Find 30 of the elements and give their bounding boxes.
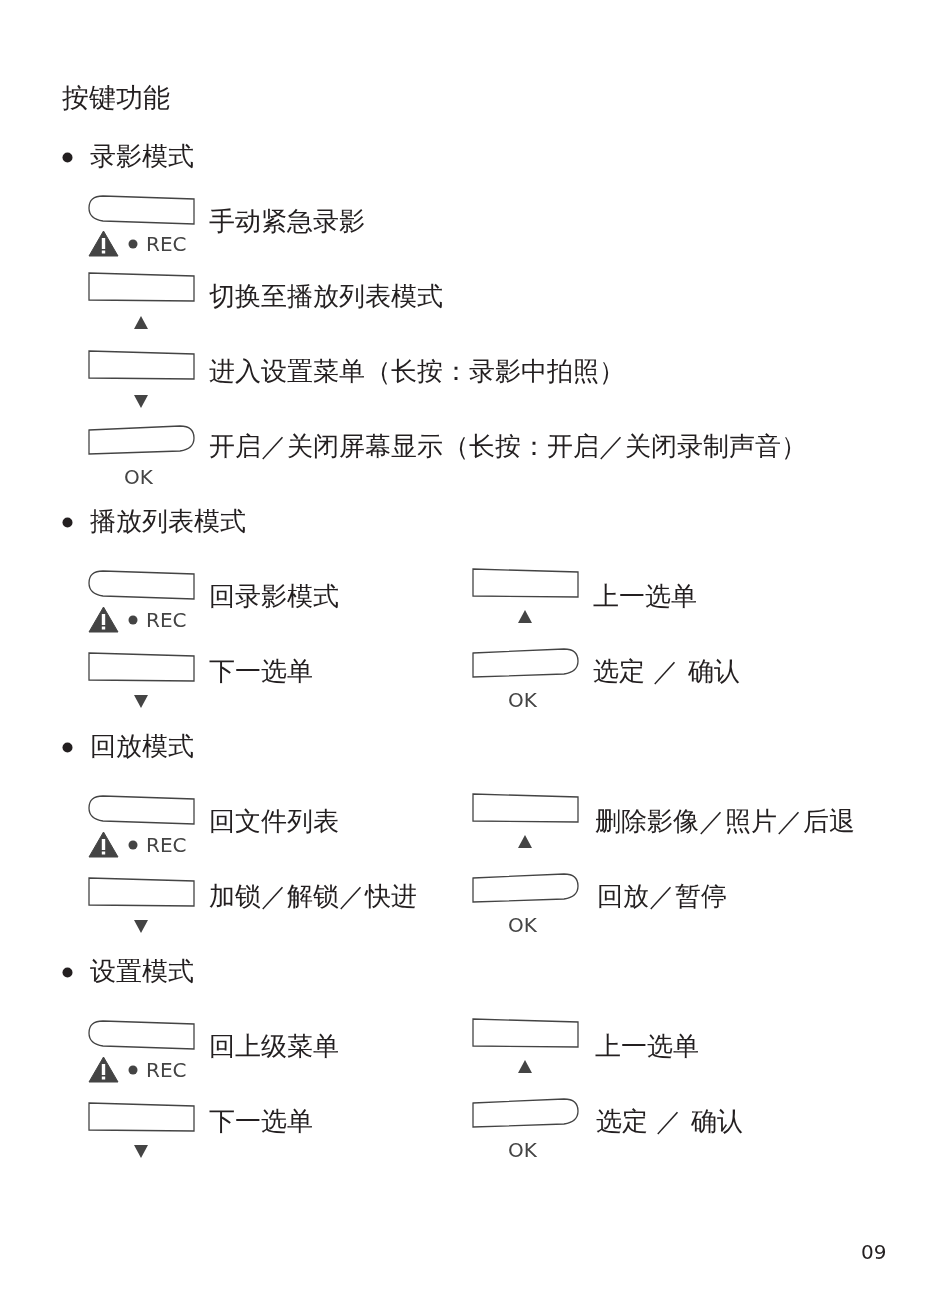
section-heading: 设置模式 (90, 956, 194, 988)
key-label: OK (508, 1138, 537, 1162)
page-heading: 按键功能 (62, 81, 170, 115)
key-description: 下一选单 (209, 656, 313, 688)
key-description: 上一选单 (593, 581, 697, 613)
key-label: REC (146, 833, 187, 857)
key-description: 上一选单 (595, 1031, 699, 1063)
key-label: REC (146, 232, 187, 256)
key-description: 删除影像／照片／后退 (595, 806, 855, 838)
key-description: 回文件列表 (209, 806, 339, 838)
key-label: REC (146, 608, 187, 632)
page-number: 09 (861, 1240, 887, 1264)
key-description: 回录影模式 (209, 581, 339, 613)
key-description: 加锁／解锁／快进 (209, 881, 417, 913)
key-description: 选定 ／ 确认 (596, 1106, 743, 1138)
key-description: 回上级菜单 (209, 1031, 339, 1063)
key-description: 进入设置菜单（长按：录影中拍照） (209, 356, 625, 388)
key-label: REC (146, 1058, 187, 1082)
key-description: 开启／关闭屏幕显示（长按：开启／关闭录制声音） (209, 431, 807, 463)
section-heading: 录影模式 (90, 141, 194, 173)
key-label: OK (508, 688, 537, 712)
section-heading: 播放列表模式 (90, 506, 246, 538)
key-description: 手动紧急录影 (209, 206, 365, 238)
key-description: 切换至播放列表模式 (209, 281, 443, 313)
key-description: 回放／暂停 (597, 881, 727, 913)
key-label: OK (508, 913, 537, 937)
key-description: 下一选单 (209, 1106, 313, 1138)
section-heading: 回放模式 (90, 731, 194, 763)
key-description: 选定 ／ 确认 (593, 656, 740, 688)
key-label: OK (124, 465, 153, 489)
